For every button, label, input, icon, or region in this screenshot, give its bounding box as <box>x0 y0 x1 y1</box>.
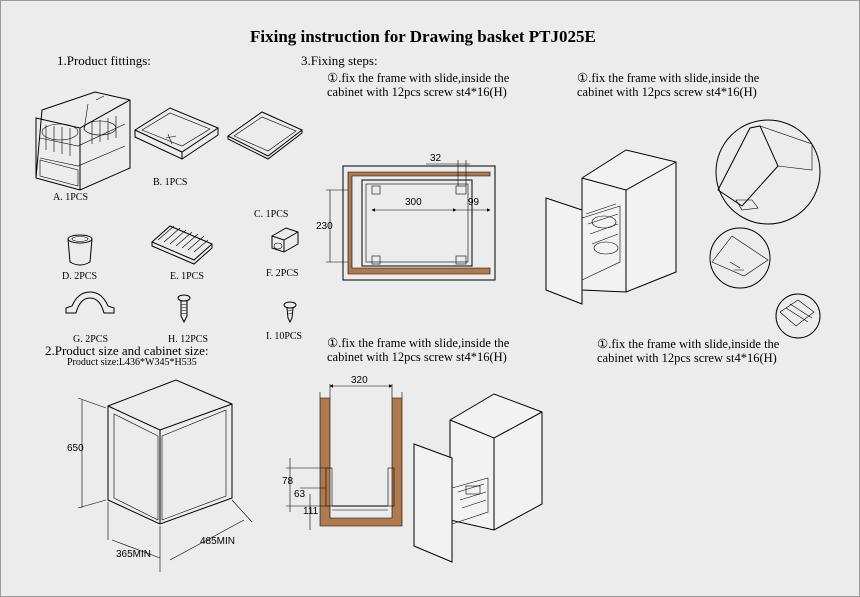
step-b-line1: ①.fix the frame with slide,inside the <box>577 71 760 85</box>
product-size-text: Product size:L436*W345*H535 <box>67 357 197 368</box>
cabinet-height-dim: 650 <box>67 443 84 454</box>
step-a-line2: cabinet with 12pcs screw st4*16(H) <box>327 85 507 99</box>
dim-63: 63 <box>294 489 306 500</box>
fitting-f-label: F. 2PCS <box>266 268 299 279</box>
page-title: Fixing instruction for Drawing basket PT… <box>250 27 596 46</box>
fitting-h-screw-drawing <box>177 294 191 324</box>
step-d-line1: ①.fix the frame with slide,inside the <box>597 337 780 351</box>
dim-78: 78 <box>282 476 294 487</box>
step-a-line1: ①.fix the frame with slide,inside the <box>327 71 510 85</box>
fitting-h-label: H. 12PCS <box>168 334 209 345</box>
cabinet-depth-dim: 485MIN <box>200 536 236 547</box>
fitting-c-label: C. 1PCS <box>254 209 289 220</box>
fittings-heading: 1.Product fittings: <box>57 53 151 68</box>
fitting-g-label: G. 2PCS <box>73 334 109 345</box>
cabinet-width-dim: 365MIN <box>116 549 152 560</box>
dim-99: 99 <box>468 197 480 208</box>
fitting-b-frame-drawing <box>133 107 220 160</box>
step2-front-drawing <box>286 384 403 530</box>
fitting-e-label: E. 1PCS <box>170 271 204 282</box>
fitting-d-label: D. 2PCS <box>62 271 98 282</box>
step-b-line2: cabinet with 12pcs screw st4*16(H) <box>577 85 757 99</box>
fitting-f-stopper-drawing <box>271 227 299 253</box>
fitting-g-clamp-drawing <box>65 291 115 314</box>
step-c-line1: ①.fix the frame with slide,inside the <box>327 336 510 350</box>
size-heading: 2.Product size and cabinet size: <box>45 343 209 358</box>
fitting-a-basket-drawing <box>35 91 131 191</box>
fitting-d-cup-drawing <box>67 234 93 266</box>
step-c-line2: cabinet with 12pcs screw st4*16(H) <box>327 350 507 364</box>
step2-cabinet-iso-drawing <box>413 393 543 563</box>
dim-111: 111 <box>303 506 319 517</box>
fitting-c-frame-drawing <box>227 111 303 160</box>
dim-230: 230 <box>316 221 333 232</box>
fitting-i-screw-drawing <box>283 301 297 324</box>
dim-300: 300 <box>405 197 422 208</box>
dim-320: 320 <box>351 375 368 386</box>
fitting-e-rack-drawing <box>151 225 213 265</box>
fitting-b-label: B. 1PCS <box>153 177 188 188</box>
dim-32: 32 <box>430 153 442 164</box>
cabinet-size-drawing <box>77 379 253 572</box>
step-d-line2: cabinet with 12pcs screw st4*16(H) <box>597 351 777 365</box>
fitting-a-label: A. 1PCS <box>53 192 89 203</box>
step1-cabinet-iso-drawing <box>545 149 677 305</box>
steps-heading: 3.Fixing steps: <box>301 53 378 68</box>
step1-plan-drawing <box>326 160 496 281</box>
fitting-i-label: I. 10PCS <box>266 331 303 342</box>
step1-detail-drawings <box>709 119 821 339</box>
